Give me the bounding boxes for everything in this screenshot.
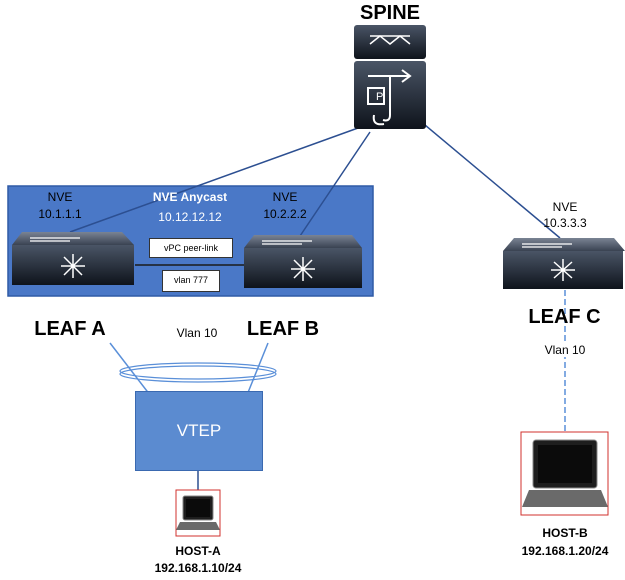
leaf-b-nve: NVE [272,190,298,204]
leaf-b-switch-icon [244,235,362,288]
leaf-b-ip: 10.2.2.2 [263,207,307,221]
link-spine-leaf-c [424,124,561,239]
spine-label: SPINE [359,2,421,24]
anycast-title: NVE Anycast [152,190,228,204]
leaf-a-switch-icon [12,232,134,285]
vlan-peer-label: vlan 777 [162,270,220,292]
leaf-c-name: LEAF C [528,306,601,328]
vlan-ab-label: Vlan 10 [176,326,218,340]
host-b-name: HOST-B [542,526,588,540]
anycast-ip: 10.12.12.12 [158,210,222,224]
spine-switch-icon: P [354,25,426,129]
host-b-laptop-icon [520,431,609,516]
leaf-c-switch-icon [503,238,625,289]
vpc-peer-link-label: vPC peer-link [149,238,233,258]
port-channel-ellipse [119,362,277,380]
vlan-c-label: Vlan 10 [534,343,596,357]
vtep-box: VTEP [135,391,263,471]
leaf-c-ip: 10.3.3.3 [543,216,587,230]
host-b-ip: 192.168.1.20/24 [521,544,609,558]
host-a-name: HOST-A [175,544,221,558]
leaf-c-nve: NVE [552,200,578,214]
leaf-a-ip: 10.1.1.1 [38,207,82,221]
host-a-laptop-icon [175,489,221,537]
link-spine-leaf-b [299,131,371,237]
link-spine-leaf-a [69,127,359,233]
svg-text:P: P [376,91,383,103]
leaf-a-name: LEAF A [34,318,106,340]
link-leaf-a-vtep [109,342,151,396]
leaf-a-nve: NVE [47,190,73,204]
host-a-ip: 192.168.1.10/24 [154,561,242,575]
leaf-b-name: LEAF B [246,318,320,340]
